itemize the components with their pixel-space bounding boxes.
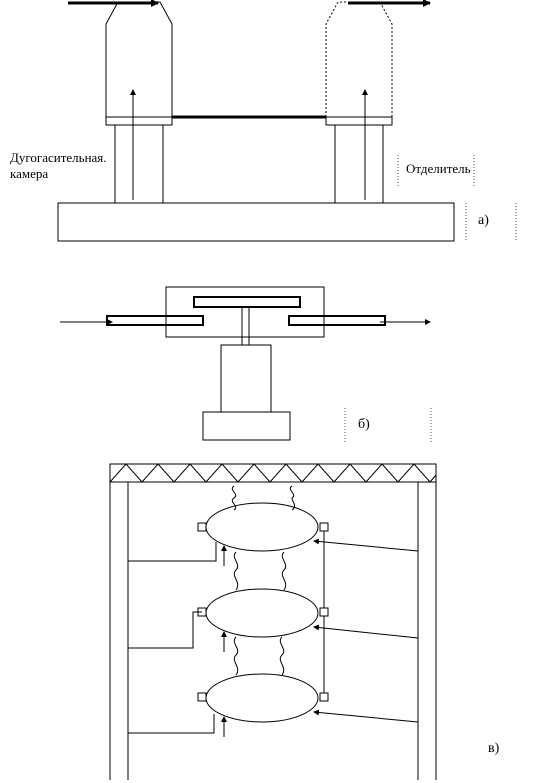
top-hatched-beam (109, 463, 437, 483)
beam-hatching (109, 463, 437, 483)
chamber-1 (205, 502, 319, 552)
part-a-diagram (57, 0, 517, 242)
disconnector-label: Отделитель (406, 161, 471, 176)
spring-2-right (281, 551, 287, 591)
right-fixed-contact (288, 315, 386, 326)
part-a-label: а) (478, 213, 489, 228)
disconnector-label-frame (397, 155, 475, 186)
arc-chamber-flange (105, 116, 173, 126)
chamber-2-right-terminal (319, 607, 329, 617)
right-arrow-chamber-1 (313, 538, 419, 552)
moving-contact-bridge (193, 296, 301, 308)
right-arrow-chamber-2 (313, 624, 419, 639)
part-a-label-frame (465, 203, 517, 240)
disconnector-housing (325, 1, 393, 118)
left-wire-chamber-1 (128, 542, 217, 562)
arc-chamber-housing (105, 1, 173, 118)
spring-1-right (289, 485, 296, 511)
chamber-3-right-terminal (319, 692, 329, 702)
chamber-1-left-terminal (197, 522, 207, 532)
left-wire-chamber-2 (128, 611, 202, 649)
drive-cylinder (220, 344, 272, 413)
arc-chamber-label-line2: камера (10, 166, 48, 181)
part-b-diagram (60, 286, 432, 442)
chamber-3-left-terminal (197, 692, 207, 702)
disconnector-flange (325, 116, 393, 126)
chamber-1-right-terminal (319, 522, 329, 532)
left-wire-chamber-3 (128, 714, 215, 734)
chamber-2 (205, 588, 319, 638)
contact-housing (165, 286, 325, 338)
spring-3-left (233, 636, 239, 676)
part-c-label: в) (488, 741, 500, 756)
disconnector-insulator (334, 124, 384, 204)
part-a-base (57, 202, 455, 242)
part-b-label: б) (358, 417, 370, 432)
spring-1-left (231, 485, 237, 511)
spring-2-left (233, 551, 239, 591)
left-fixed-contact (106, 315, 204, 326)
part-b-base (202, 411, 291, 441)
arc-chamber-insulator (114, 124, 164, 204)
chamber-3 (205, 673, 319, 723)
part-c-diagram (109, 463, 437, 780)
right-arrow-chamber-3 (313, 709, 419, 723)
arc-chamber-label-line1: Дугогасительная. (10, 150, 107, 165)
spring-3-right (279, 636, 285, 676)
